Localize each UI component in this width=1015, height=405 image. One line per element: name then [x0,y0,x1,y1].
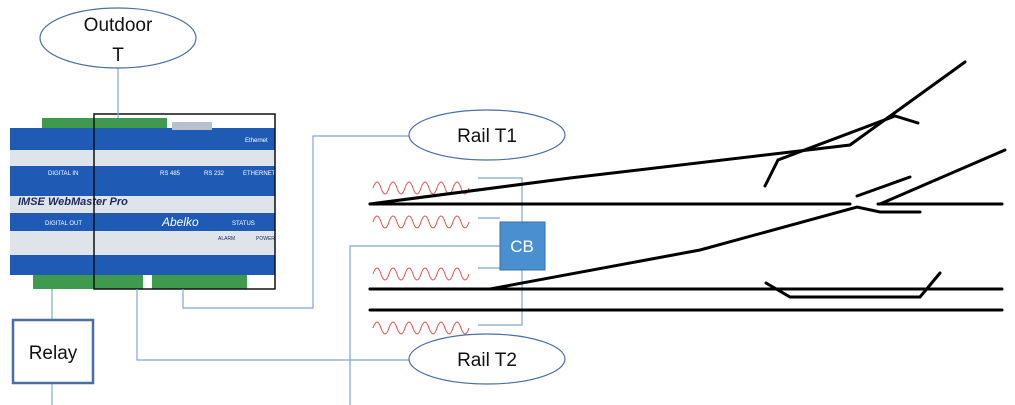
wire-cb-bottom [478,270,523,326]
heater-3 [372,267,470,281]
digital-out-band [10,213,150,231]
digital-in-label: DIGITAL IN [48,171,78,177]
top-terminal-strip [42,118,167,130]
status-label: STATUS [232,221,255,227]
ethernet-top-label: Ethernet [245,138,268,144]
io-band [10,166,275,196]
alarm-label: ALARM [218,236,235,242]
rs485-label: RS 485 [160,171,181,177]
rail-sensor-1: Rail T1 [408,109,566,161]
status-band [150,213,275,231]
wire-rail-t2 [136,289,410,361]
rs232-label: RS 232 [204,171,225,177]
wire-rail-t1 [182,135,410,309]
switch-lower-diverge [368,205,922,291]
serial-port [172,122,212,130]
highlight-frame [93,113,276,290]
control-box-label: CB [510,237,534,256]
bottom-blue-band [10,255,275,275]
control-box-rect [499,221,546,271]
rail-tracks [368,60,1007,312]
check-rail [764,271,942,299]
wire-cb-left2 [478,267,501,270]
maker-label: Abelko [161,215,199,229]
top-blue-band [10,128,275,150]
rail-sensor-2-ellipse [408,333,566,385]
brand-label: IMSE WebMaster Pro [18,196,128,208]
relay-label: Relay [29,343,78,364]
wire-cb-feed [349,245,500,405]
relay-box [11,318,95,385]
rail-sensor-1-label: Rail T1 [457,126,517,147]
control-box: CB [499,221,546,271]
bottom-terminal-strip-right [152,275,247,289]
heater-4 [372,321,470,335]
rail-sensor-2-label: Rail T2 [457,350,517,371]
digital-out-label: DIGITAL OUT [45,221,82,227]
outdoor-sensor-line2: T [112,45,124,66]
rail-sensor-2: Rail T2 [408,333,566,385]
ethernet-label: ETHERNET [243,171,276,177]
heating-cables [372,181,470,335]
heater-2 [372,215,470,229]
power-label: POWER [256,236,275,242]
bottom-terminal-strip-left [33,275,143,289]
wire-cb-top [478,177,523,222]
heater-1 [372,181,470,195]
outdoor-sensor-ellipse [39,7,197,69]
switch-upper-inner [763,114,920,188]
outdoor-sensor-line1: Outdoor [84,15,153,36]
controller-device: Ethernet DIGITAL IN RS 485 RS 232 ETHERN… [10,113,276,290]
outdoor-sensor: Outdoor T [39,7,197,69]
relay: Relay [11,318,95,385]
switch-upper-outer [368,60,967,206]
switch-right-branch [878,148,1007,206]
rail-sensor-1-ellipse [408,109,566,161]
switch-frog-short [855,175,912,198]
